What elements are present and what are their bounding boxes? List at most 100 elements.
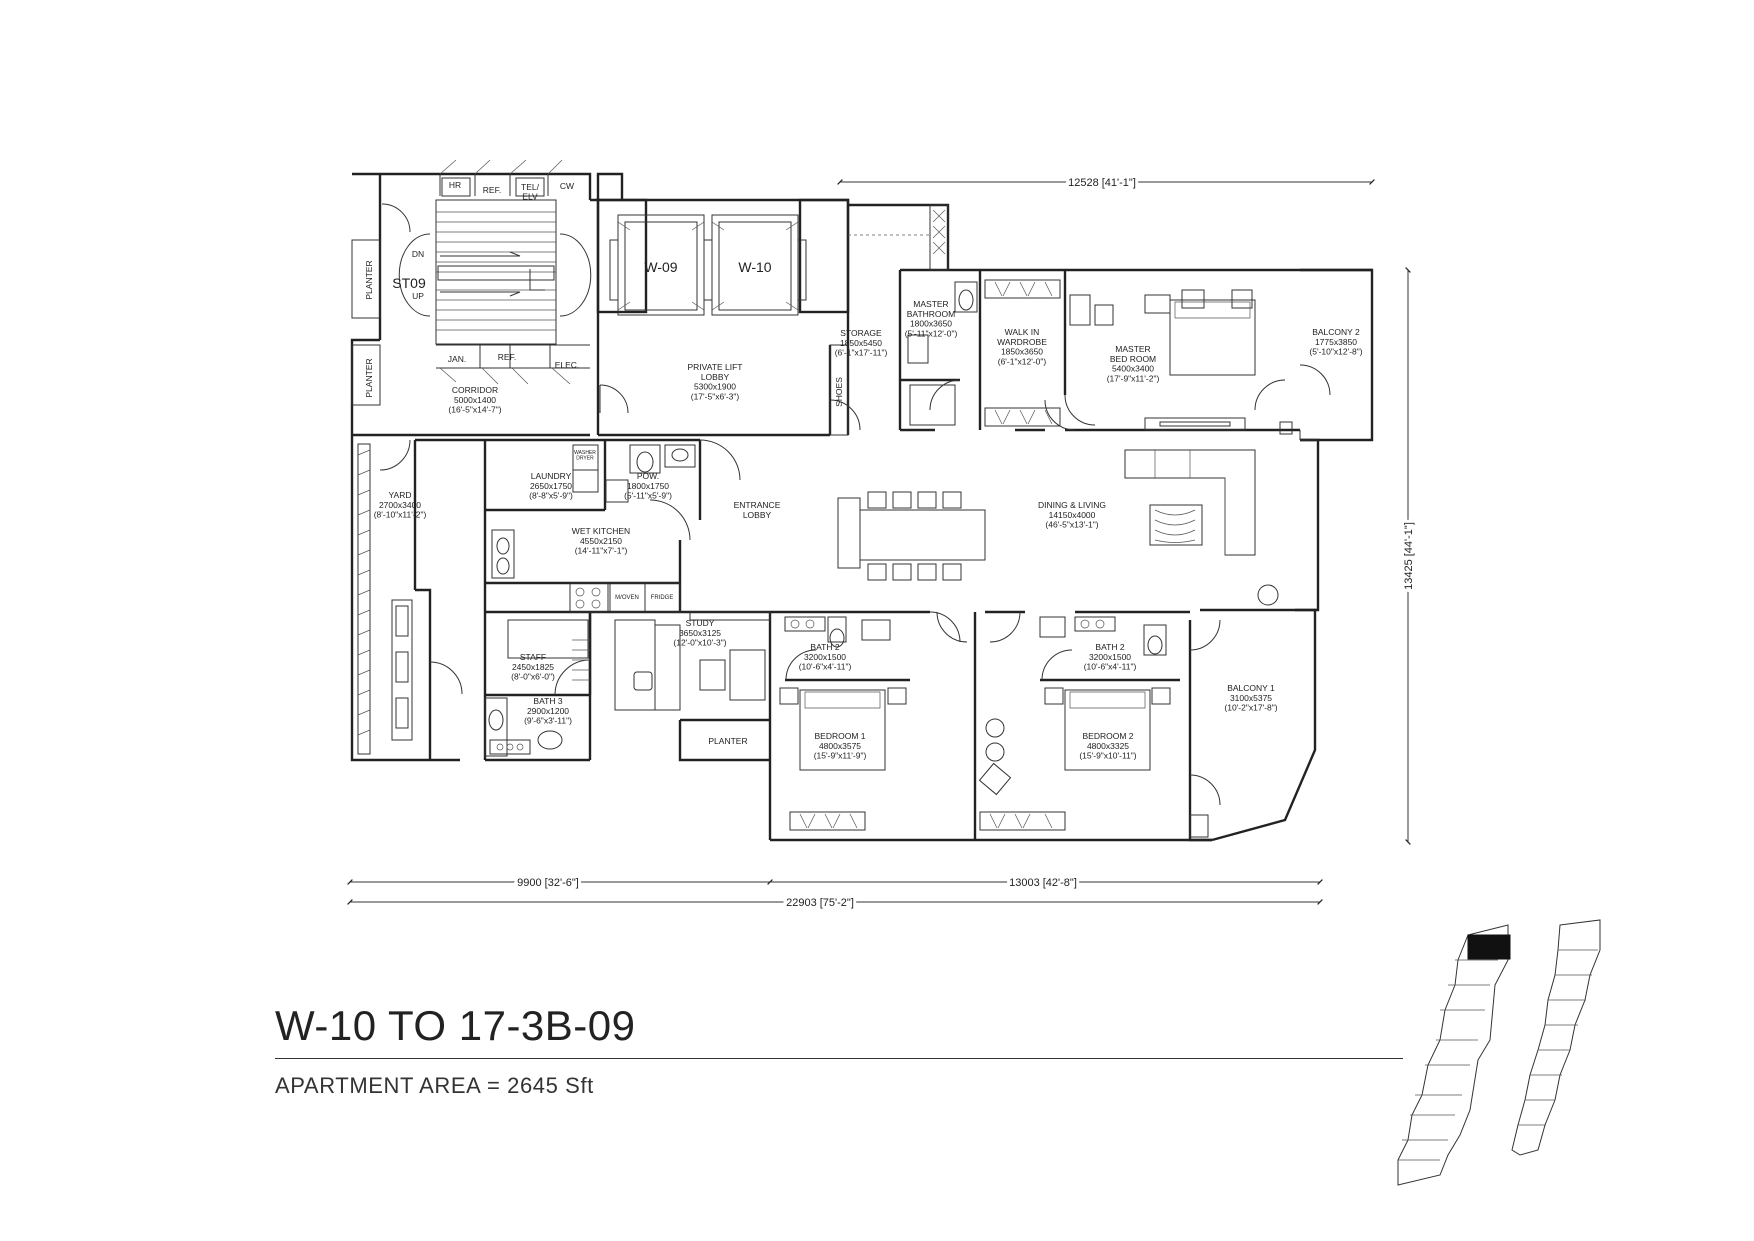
room-label-line: BEDROOM 2	[1082, 731, 1133, 741]
room-label-line: BATH 3	[533, 696, 562, 706]
dimension-bottom-total: 22903 [75'-2"]	[786, 897, 854, 909]
room-label-line: ENTRANCE	[734, 500, 781, 510]
room-label-line: (10'-2"x17'-8")	[1224, 703, 1277, 713]
up-label: UP	[412, 291, 424, 301]
room-label-lift-w09: W-09	[644, 259, 677, 275]
room-label-line: (8'-0"x6'-0")	[511, 672, 555, 682]
room-label-pow: POW.1800x1750(5'-11"x5'-9")	[624, 471, 672, 501]
room-label-line: 1800x1750	[627, 481, 669, 491]
room-label-line: MASTER	[913, 299, 948, 309]
room-label-line: (12'-0"x10'-3")	[673, 638, 726, 648]
dining-living-details	[829, 379, 1318, 643]
planter-label: PLANTER	[708, 736, 747, 746]
planter-label: PLANTER	[364, 260, 374, 299]
room-label-line: BED ROOM	[1110, 354, 1156, 364]
room-label-line: 5300x1900	[694, 382, 736, 392]
room-label-st09: ST09	[392, 275, 426, 291]
room-label-line: POW.	[637, 471, 659, 481]
staff-study-details	[484, 611, 771, 757]
room-label-line: W-09	[644, 259, 677, 275]
room-label-line: (15'-9"x10'-11")	[1079, 751, 1136, 761]
room-label-line: DINING & LIVING	[1038, 500, 1106, 510]
room-label-line: WET KITCHEN	[572, 526, 630, 536]
room-label-line: BATHROOM	[907, 309, 955, 319]
yard-details	[357, 443, 463, 755]
room-label-lift-w10: W-10	[738, 259, 771, 275]
planter-label: PLANTER	[364, 358, 374, 397]
ref-label: REF.	[498, 352, 516, 362]
room-label-line: BATH 2	[810, 642, 839, 652]
small-labels: PLANTER PLANTER PLANTER HR REF. TEL/ELV …	[364, 180, 844, 746]
room-label-line: 4800x3575	[819, 741, 861, 751]
room-label-line: (5'-11"x5'-9")	[624, 491, 672, 501]
room-label-line: 3200x1500	[804, 652, 846, 662]
room-label-line: 2450x1825	[512, 662, 554, 672]
room-label-line: 14150x4000	[1049, 510, 1096, 520]
room-label-line: WALK IN	[1005, 327, 1040, 337]
room-label-line: (10'-6"x4'-11")	[1084, 662, 1137, 672]
room-label-line: MASTER	[1115, 344, 1150, 354]
room-label-line: (5'-11"x12'-0")	[905, 328, 958, 338]
room-label-line: 3650x3125	[679, 628, 721, 638]
room-label-line: 1800x3650	[910, 319, 952, 329]
jan-label: JAN.	[448, 354, 466, 364]
dimension-top: 12528 [41'-1"]	[1068, 177, 1136, 189]
room-label-line: 4550x2150	[580, 536, 622, 546]
room-label-line: (8'-8"x5'-9")	[529, 491, 573, 501]
room-label-line: 5400x3400	[1112, 364, 1154, 374]
fridge-label: FRIDGE	[651, 595, 674, 601]
room-label-line: (10'-6"x4'-11")	[799, 662, 852, 672]
dimension-bottom-right: 13003 [42'-8"]	[1009, 877, 1077, 889]
master-wing-details	[907, 279, 1331, 427]
room-label-line: 1850x5450	[840, 338, 882, 348]
room-label-line: STAFF	[520, 652, 546, 662]
room-label-line: LAUNDRY	[531, 471, 572, 481]
room-label-line: LOBBY	[701, 372, 730, 382]
elec-label: ELEC.	[555, 360, 580, 370]
room-label-line: 2700x3400	[379, 500, 421, 510]
room-label-line: BATH 2	[1095, 642, 1124, 652]
hr-label: HR	[449, 180, 461, 190]
key-plan	[1397, 919, 1601, 1186]
dimension-right: 13425 [44'-1"]	[1403, 522, 1415, 590]
room-label-line: STORAGE	[840, 328, 882, 338]
bedroom-details	[779, 611, 1221, 838]
room-label-line: (14'-11"x7'-1")	[575, 546, 628, 556]
room-label-line: (15'-9"x11'-9")	[814, 751, 867, 761]
title-divider	[275, 1058, 1403, 1059]
room-label-line: CORRIDOR	[452, 385, 498, 395]
dimension-bottom-left: 9900 [32'-6"]	[517, 877, 579, 889]
room-label-line: (8'-10"x11'-2")	[374, 510, 427, 520]
cw-label: CW	[560, 181, 574, 191]
room-label-line: (5'-10"x12'-8")	[1309, 347, 1362, 357]
room-label-line: 3100x5375	[1230, 693, 1272, 703]
room-label-line: 2900x1200	[527, 706, 569, 716]
room-label-line: YARD	[389, 490, 412, 500]
room-label-line: (6'-1"x12'-0")	[998, 356, 1047, 366]
core-details	[351, 159, 949, 471]
shoes-label: SHOES	[834, 377, 844, 407]
room-label-line: (46'-5"x13'-1")	[1045, 520, 1098, 530]
room-label-line: (16'-5"x14'-7")	[448, 405, 501, 415]
